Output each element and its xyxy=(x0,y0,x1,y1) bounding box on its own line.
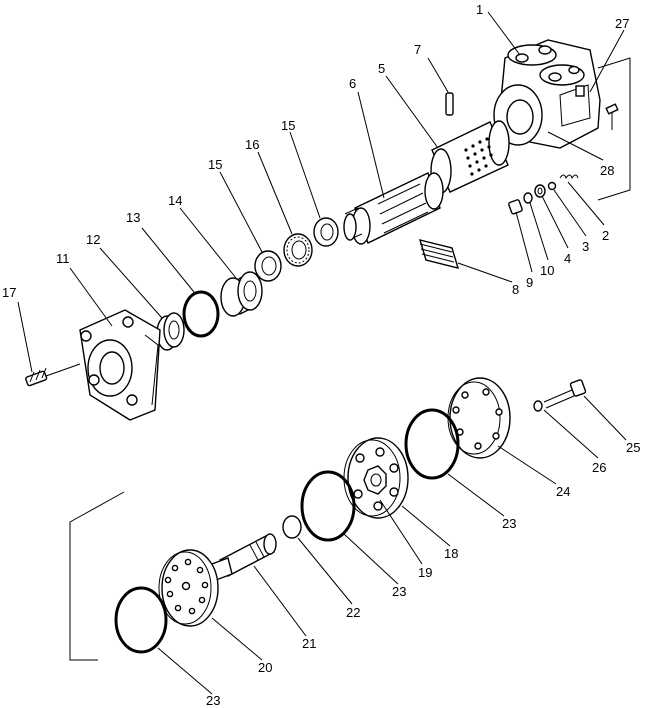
part-19-gerotor-star xyxy=(363,465,387,495)
part-14-bushing xyxy=(220,271,263,317)
part-22-spacer xyxy=(282,515,302,539)
bracket-upper-right xyxy=(597,57,631,201)
part-20-port-plate xyxy=(158,549,219,627)
part-12-seal xyxy=(156,312,185,351)
label-18: 18 xyxy=(444,546,458,561)
part-7-pin xyxy=(445,92,454,116)
part-10-ring xyxy=(523,192,533,204)
part-25-bolt xyxy=(543,379,587,409)
part-5-sleeve xyxy=(430,120,510,194)
part-21-drive-shaft xyxy=(211,533,277,581)
label-24: 24 xyxy=(556,484,570,499)
part-6-spool xyxy=(343,172,444,245)
label-27: 27 xyxy=(615,16,629,31)
part-1-valve-body xyxy=(493,39,601,149)
label-16: 16 xyxy=(245,137,259,152)
label-9: 9 xyxy=(526,275,533,290)
label-7: 7 xyxy=(414,42,421,57)
label-6: 6 xyxy=(349,76,356,91)
part-27-plug xyxy=(575,85,585,97)
part-23-o-ring-right xyxy=(404,408,460,480)
part-17-bolt xyxy=(25,363,81,387)
part-26-washer xyxy=(533,400,543,412)
label-15-lower: 15 xyxy=(208,157,222,172)
label-23-right: 23 xyxy=(502,516,516,531)
label-20: 20 xyxy=(258,660,272,675)
part-16-thrust-bearing xyxy=(283,233,313,267)
part-15-washer-lower xyxy=(254,250,282,282)
part-2-spring xyxy=(559,174,579,180)
label-25: 25 xyxy=(626,440,640,455)
part-13-o-ring xyxy=(182,290,220,338)
part-28-pin xyxy=(605,103,619,115)
label-28: 28 xyxy=(600,163,614,178)
part-9-plug xyxy=(508,199,523,215)
label-4: 4 xyxy=(564,251,571,266)
label-23-bottom: 23 xyxy=(206,693,220,708)
part-24-end-cover xyxy=(447,377,511,459)
label-14: 14 xyxy=(168,193,182,208)
label-2: 2 xyxy=(602,228,609,243)
leader-lines xyxy=(17,11,627,695)
part-3-ball xyxy=(547,181,557,191)
label-12: 12 xyxy=(86,232,100,247)
bracket-lower-left xyxy=(69,491,125,661)
label-10: 10 xyxy=(540,263,554,278)
label-17: 17 xyxy=(2,285,16,300)
label-8: 8 xyxy=(512,282,519,297)
label-19: 19 xyxy=(418,565,432,580)
part-11-flange xyxy=(79,309,161,421)
part-4-seat xyxy=(534,184,546,198)
label-23-middle: 23 xyxy=(392,584,406,599)
label-3: 3 xyxy=(582,239,589,254)
part-23-o-ring-bottom xyxy=(114,586,168,654)
label-11: 11 xyxy=(56,251,70,266)
label-13: 13 xyxy=(126,210,140,225)
part-23-o-ring-middle xyxy=(300,470,356,542)
label-15-upper: 15 xyxy=(281,118,295,133)
label-21: 21 xyxy=(302,636,316,651)
label-5: 5 xyxy=(378,61,385,76)
part-15-washer-upper xyxy=(313,217,339,247)
label-22: 22 xyxy=(346,605,360,620)
part-8-springs xyxy=(418,239,460,269)
label-1: 1 xyxy=(476,2,483,17)
label-26: 26 xyxy=(592,460,606,475)
